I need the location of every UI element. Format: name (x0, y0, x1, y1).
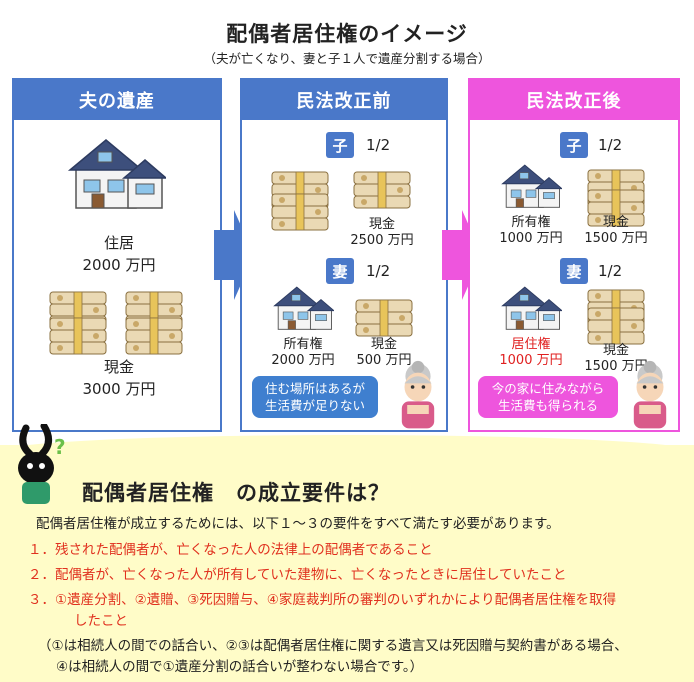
happy-grandma-icon (622, 360, 678, 432)
cash-bills-icon (352, 170, 412, 210)
estate-cash-value: 3000 万円 (82, 380, 156, 398)
wife-badge: 妻 (560, 258, 588, 284)
after-wife-cash-value: 1500 万円 (584, 359, 648, 374)
requirement-item-1: １．残された配偶者が、亡くなった人の法律上の配偶者であること (28, 542, 433, 558)
after-note-line1: 今の家に住みながら (491, 381, 605, 396)
before-note-line2: 生活費が足りない (264, 398, 365, 413)
panel-estate: 夫の遺産 住居 2000 万円 現金 3000 万円 (12, 78, 222, 432)
after-child-own-value: 1000 万円 (499, 231, 563, 246)
estate-house-value: 2000 万円 (82, 256, 156, 274)
after-wife-res-label: 居住権 (511, 337, 551, 352)
requirements-intro: 配偶者居住権が成立するためには、以下１～３の要件をすべて満たす必要があります。 (36, 516, 560, 532)
after-child-cash-label: 現金 (602, 215, 629, 230)
cash-bills-icon (586, 306, 646, 346)
requirement-item-2: ２．配偶者が、亡くなった人が所有していた建物に、亡くなったときに居住していたこと (28, 567, 567, 583)
panel-before-title: 民法改正前 (242, 80, 446, 120)
before-wife-cash-value: 500 万円 (356, 353, 412, 368)
svg-text:?: ? (54, 435, 66, 459)
panel-after-title: 民法改正後 (470, 80, 678, 120)
child-share: 1/2 (366, 136, 391, 154)
child-badge: 子 (326, 132, 354, 158)
page-subtitle: （夫が亡くなり、妻と子１人で遺産分割する場合） (203, 51, 491, 66)
child-share: 1/2 (598, 136, 623, 154)
panel-estate-title: 夫の遺産 (14, 80, 220, 120)
after-wife-res-value: 1000 万円 (499, 353, 563, 368)
before-note: 住む場所はあるが 生活費が足りない (252, 376, 378, 418)
sad-grandma-icon (390, 360, 446, 432)
requirement-item-3: ３．①遺産分割、②遺贈、③死因贈与、④家庭裁判所の審判のいずれかにより配偶者居住… (28, 592, 617, 608)
after-note: 今の家に住みながら 生活費も得られる (478, 376, 618, 418)
cash-bills-icon (124, 316, 184, 356)
after-wife-cash-label: 現金 (602, 343, 629, 358)
after-child-cash-value: 1500 万円 (584, 231, 648, 246)
cash-bills-icon (354, 298, 414, 338)
requirements-title: 配偶者居住権 の成立要件は？ (82, 481, 390, 505)
estate-house-label: 住居 (103, 234, 134, 252)
page-title: 配偶者居住権のイメージ (226, 22, 468, 46)
child-badge: 子 (560, 132, 588, 158)
after-child-own-label: 所有権 (511, 215, 551, 230)
house-icon (500, 282, 562, 332)
before-wife-own-label: 所有権 (283, 337, 323, 352)
wife-share: 1/2 (598, 262, 623, 280)
before-wife-cash-label: 現金 (370, 337, 397, 352)
requirement-item-3-cont: したこと (74, 613, 128, 629)
panel-before: 民法改正前 子 1/2 現金 2500 万円 妻 1/2 所有権 2000 万円… (240, 78, 448, 432)
requirements-note-1: （①は相続人の間での話合い、②③は配偶者居住権に関する遺言又は死因贈与契約書があ… (38, 638, 628, 654)
house-icon (66, 132, 166, 212)
wife-share: 1/2 (366, 262, 391, 280)
requirements-area (0, 445, 694, 682)
after-note-line2: 生活費も得られる (497, 398, 598, 413)
panel-after: 民法改正後 子 1/2 所有権 1000 万円 現金 1500 万円 妻 1/2… (468, 78, 680, 432)
wife-badge: 妻 (326, 258, 354, 284)
house-icon (500, 160, 562, 210)
before-child-cash-label: 現金 (368, 217, 395, 232)
before-note-line1: 住む場所はあるが (264, 381, 365, 396)
estate-cash-label: 現金 (103, 358, 134, 376)
cash-bills-icon (270, 192, 330, 232)
before-child-cash-value: 2500 万円 (350, 233, 414, 248)
house-icon (272, 282, 334, 332)
mascot-icon: ? (18, 424, 66, 504)
before-wife-own-value: 2000 万円 (271, 353, 335, 368)
requirements-note-2: ④は相続人の間で①遺産分割の話合いが整わない場合です。） (56, 659, 424, 675)
cash-bills-icon (48, 316, 108, 356)
